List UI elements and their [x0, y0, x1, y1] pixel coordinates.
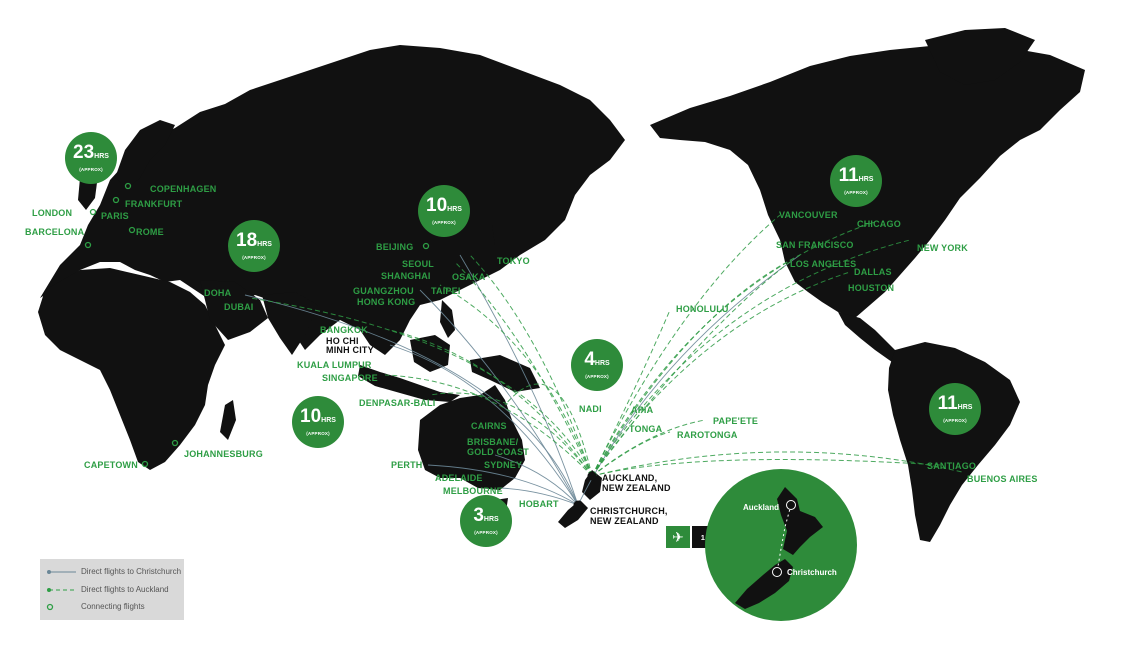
label-capetown: CAPETOWN — [84, 460, 138, 470]
label-singapore: SINGAPORE — [322, 373, 378, 383]
label-tokyo: TOKYO — [497, 256, 530, 266]
landmass-south-america — [888, 342, 1020, 542]
label-brisbane-2: GOLD COAST — [467, 447, 529, 457]
legend-item-auckland: Direct flights to Auckland — [46, 585, 169, 594]
connecting-markers — [84, 182, 430, 468]
landmass-central-america — [838, 312, 900, 362]
auckland-hub-marker — [587, 471, 597, 481]
label-dubai: DUBAI — [224, 302, 254, 312]
label-denpasar: DENPASAR-BALI — [359, 398, 436, 408]
label-new-york: NEW YORK — [917, 243, 968, 253]
landmass-new-zealand — [558, 470, 602, 528]
landmass-japan — [462, 210, 495, 272]
label-los-angeles: LOS ANGELES — [790, 259, 857, 269]
landmass-scandinavia — [115, 120, 175, 188]
label-christchurch-1: CHRISTCHURCH, — [590, 506, 668, 516]
landmass-indonesia — [358, 365, 460, 402]
landmass-madagascar — [220, 400, 236, 440]
landmass-arabia — [200, 280, 268, 340]
label-christchurch-2: NEW ZEALAND — [590, 516, 659, 526]
label-honolulu: HONOLULU — [676, 304, 729, 314]
label-melbourne: MELBOURNE — [443, 486, 503, 496]
label-houston: HOUSTON — [848, 283, 895, 293]
label-santiago: SANTIAGO — [927, 461, 977, 471]
legend-item-christchurch: Direct flights to Christchurch — [46, 567, 181, 576]
badge-asia: 10HRS (APPROX) — [418, 185, 470, 237]
label-doha: DOHA — [204, 288, 232, 298]
label-guangzhou: GUANGZHOU — [353, 286, 414, 296]
inset-auckland-label: Auckland — [743, 503, 780, 512]
label-tonga: TONGA — [629, 424, 663, 434]
label-beijing: BEIJING — [376, 242, 414, 252]
legend-item-connecting: Connecting flights — [46, 602, 145, 611]
label-perth: PERTH — [391, 460, 423, 470]
label-copenhagen: COPENHAGEN — [150, 184, 217, 194]
label-rarotonga: RAROTONGA — [677, 430, 738, 440]
label-ho-chi-minh-2: MINH CITY — [326, 345, 374, 355]
label-san-francisco: SAN FRANCISCO — [776, 240, 854, 250]
label-apia: APIA — [631, 405, 654, 415]
badge-north-america: 11HRS (APPROX) — [830, 155, 882, 207]
landmass-australia — [418, 385, 525, 490]
label-barcelona: BARCELONA — [25, 227, 85, 237]
label-nadi: NADI — [579, 404, 602, 414]
label-hong-kong: HONG KONG — [357, 297, 416, 307]
label-chicago: CHICAGO — [857, 219, 901, 229]
badge-se-asia: 10HRS (APPROX) — [292, 396, 344, 448]
label-cairns: CAIRNS — [471, 421, 507, 431]
label-bangkok: BANGKOK — [320, 325, 368, 335]
nz-inset: Auckland Christchurch — [705, 469, 857, 621]
label-frankfurt: FRANKFURT — [125, 199, 183, 209]
label-vancouver: VANCOUVER — [779, 210, 838, 220]
label-sydney: SYDNEY — [484, 460, 523, 470]
label-dallas: DALLAS — [854, 267, 892, 277]
badge-australia: 3HRS (APPROX) — [460, 495, 512, 547]
label-johannesburg: JOHANNESBURG — [184, 449, 263, 459]
routes-auckland — [249, 214, 963, 477]
badge-europe: 23HRS (APPROX) — [65, 132, 117, 184]
label-brisbane-1: BRISBANE/ — [467, 437, 519, 447]
label-kuala-lumpur: KUALA LUMPUR — [297, 360, 372, 370]
label-seoul: SEOUL — [402, 259, 435, 269]
badge-south-america: 11HRS (APPROX) — [929, 383, 981, 435]
legend: Direct flights to Christchurch Direct fl… — [40, 559, 184, 620]
label-shanghai: SHANGHAI — [381, 271, 431, 281]
label-ho-chi-minh-1: HO CHI — [326, 336, 359, 346]
label-auckland-2: NEW ZEALAND — [602, 483, 671, 493]
label-taipei: TAIPEI — [431, 286, 461, 296]
inset-christchurch-label: Christchurch — [787, 568, 837, 577]
landmass-new-guinea — [470, 355, 540, 392]
label-london: LONDON — [32, 208, 73, 218]
landmass-africa — [38, 268, 225, 470]
landmass-greenland — [925, 28, 1035, 85]
badge-pacific: 4HRS (APPROX) — [571, 339, 623, 391]
label-papeete: PAPE'ETE — [713, 416, 759, 426]
label-buenos-aires: BUENOS AIRES — [967, 474, 1038, 484]
label-osaka: OSAKA — [452, 272, 486, 282]
label-adelaide: ADELAIDE — [435, 473, 483, 483]
badge-middle-east: 18HRS (APPROX) — [228, 220, 280, 272]
landmass-borneo — [410, 335, 450, 372]
christchurch-hub-marker — [573, 500, 583, 510]
label-rome: ROME — [136, 227, 164, 237]
plane-icon: ✈ — [666, 526, 690, 548]
label-hobart: HOBART — [519, 499, 559, 509]
label-paris: PARIS — [101, 211, 129, 221]
landmass-eurasia — [40, 45, 625, 355]
label-auckland-1: AUCKLAND, — [602, 473, 658, 483]
